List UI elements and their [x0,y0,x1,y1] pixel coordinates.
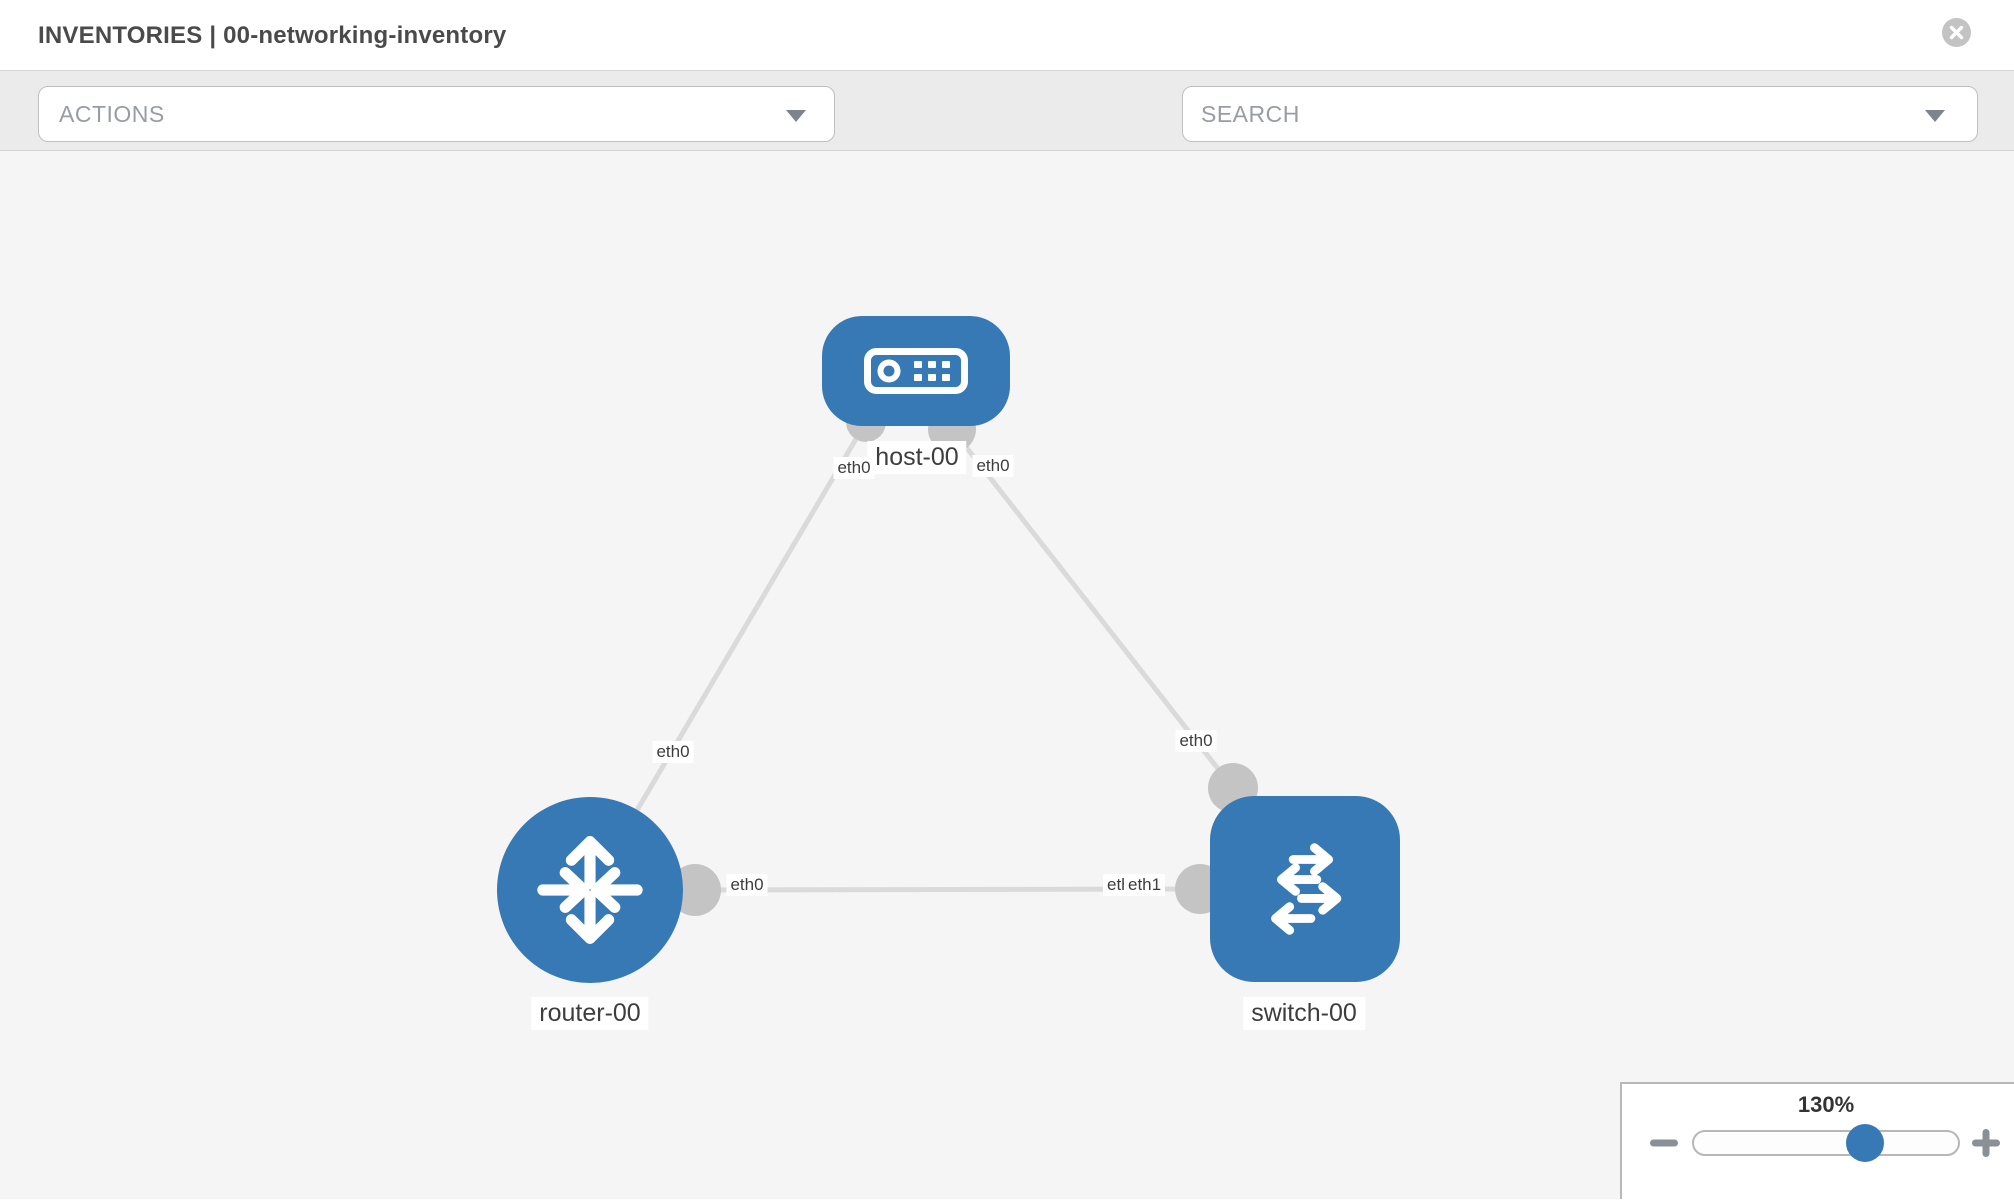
interface-label-router-upper: eth0 [652,741,694,763]
page-title: INVENTORIES | 00-networking-inventory [38,22,507,49]
topology-edges-layer [587,402,1258,916]
node-host-00[interactable] [822,316,1010,426]
switch-icon [1271,843,1342,935]
interface-label-router-mid: eth0 [726,874,768,896]
interface-label-host-right: eth0 [972,455,1014,477]
zoom-slider-track[interactable] [1692,1130,1960,1156]
search-dropdown[interactable]: SEARCH [1182,86,1978,142]
node-router-00[interactable] [497,797,683,983]
close-icon [1949,25,1964,40]
interface-label-host-left: eth0 [833,457,875,479]
link-host-switch[interactable] [950,427,1235,790]
search-dropdown-label: SEARCH [1201,101,1300,127]
node-switch-00[interactable] [1210,796,1400,982]
zoom-slider-thumb[interactable] [1846,1124,1884,1162]
router-icon [537,836,643,944]
interface-label-switch-mid-front: eth1 [1124,874,1166,896]
zoom-in-icon[interactable] [1970,1127,2002,1159]
zoom-level-value: 130% [1797,1092,1855,1117]
server-icon [864,348,968,394]
chevron-down-icon [1925,110,1945,122]
interface-label-switch-upper: eth0 [1175,730,1217,752]
node-label-router: router-00 [531,997,649,1030]
actions-dropdown-label: ACTIONS [59,101,165,127]
actions-dropdown[interactable]: ACTIONS [38,86,835,142]
close-button[interactable] [1942,18,1971,47]
zoom-control-panel: 130% [1620,1082,2014,1199]
node-label-switch: switch-00 [1243,997,1365,1030]
zoom-out-icon[interactable] [1648,1135,1680,1151]
node-label-host: host-00 [867,441,967,474]
chevron-down-icon [786,110,806,122]
toolbar: ACTIONS SEARCH [0,71,2014,199]
page-header: INVENTORIES | 00-networking-inventory [0,0,2014,71]
topology-canvas[interactable]: host-00 router-00 switch-00 eth0 eth0 et… [0,151,2014,1199]
